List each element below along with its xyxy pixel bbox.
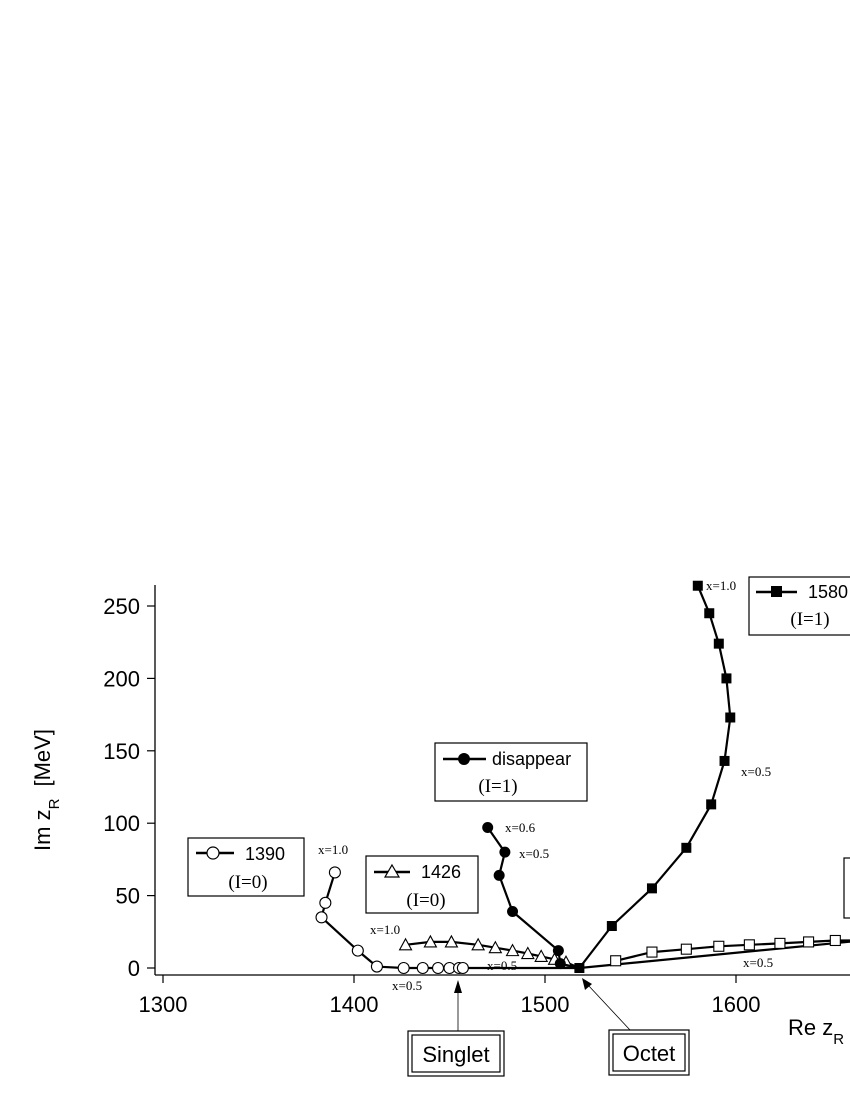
data-point <box>397 961 410 975</box>
data-point <box>829 934 841 947</box>
data-point <box>328 866 341 879</box>
legend-marker-1426 <box>383 863 401 878</box>
x-tick-label: 1500 <box>521 992 570 1017</box>
legend-label-1390: 1390 <box>245 844 285 864</box>
data-point <box>482 822 494 834</box>
data-point <box>351 944 364 957</box>
annotation-open-square-x05: x=0.5 <box>743 955 773 970</box>
data-point <box>520 946 535 960</box>
data-point <box>431 961 445 975</box>
data-point <box>692 580 703 591</box>
data-point <box>713 940 725 952</box>
data-point <box>499 846 511 858</box>
data-point <box>721 673 732 684</box>
data-point <box>646 946 658 958</box>
annotation-1426-x1: x=1.0 <box>370 922 400 937</box>
legend-open-square-partial <box>843 857 850 919</box>
octet-text: Octet <box>623 1041 676 1066</box>
legend-marker-1390 <box>206 846 220 860</box>
data-point <box>471 937 486 951</box>
x-tick-label: 1300 <box>139 992 188 1017</box>
data-point <box>552 945 564 957</box>
y-tick-label: 0 <box>128 956 140 981</box>
data-point <box>774 937 786 949</box>
data-point <box>725 712 736 723</box>
data-point <box>488 940 503 954</box>
data-point <box>719 755 730 766</box>
annotation-1426-x05: x=0.5 <box>487 958 517 973</box>
legend-isospin-1390: (I=0) <box>228 872 267 893</box>
legend-label-1426: 1426 <box>421 862 461 882</box>
series-line <box>579 939 850 970</box>
y-axis-title: Im zR[MeV] <box>30 729 63 851</box>
data-point <box>416 961 429 975</box>
data-point <box>319 896 332 909</box>
octet-label: Octet <box>582 978 690 1076</box>
annotation-disappear-x06: x=0.6 <box>505 820 536 835</box>
data-point <box>444 934 459 948</box>
legend-marker-disappear <box>458 753 470 765</box>
y-tick-label: 250 <box>103 594 140 619</box>
data-point <box>706 799 717 810</box>
legend-1580: 1580 (I=1) <box>748 576 850 636</box>
data-point <box>713 638 724 649</box>
annotation-disappear-x05: x=0.5 <box>519 846 549 861</box>
octet-point <box>574 963 585 973</box>
series-1390 <box>315 866 580 975</box>
data-point <box>505 943 520 957</box>
data-point <box>681 842 692 853</box>
series-line <box>578 585 732 969</box>
data-point <box>743 939 755 951</box>
axis-ticks: 1300 1400 1500 1600 0 50 100 150 200 250 <box>103 594 760 1017</box>
data-point <box>398 937 413 951</box>
legend-1390: 1390 (I=0) <box>187 837 305 897</box>
data-point <box>606 921 617 932</box>
legend-marker-1580 <box>771 586 782 597</box>
x-tick-label: 1600 <box>712 992 761 1017</box>
annotation-1390-x1: x=1.0 <box>318 842 348 857</box>
legend-isospin-1580: (I=1) <box>790 609 829 630</box>
series-layer <box>315 580 850 975</box>
data-point <box>646 883 657 894</box>
data-point <box>534 949 549 962</box>
data-point <box>704 608 715 619</box>
legend-disappear: disappear (I=1) <box>434 742 588 802</box>
x-axis-title: Re zR <box>788 1015 844 1048</box>
annotation-1580-x05: x=0.5 <box>741 764 771 779</box>
data-point <box>507 906 519 918</box>
legend-label-disappear: disappear <box>492 749 571 769</box>
series-disappear <box>482 822 580 970</box>
singlet-text: Singlet <box>422 1042 489 1067</box>
data-point <box>315 911 328 924</box>
data-point <box>554 958 566 970</box>
y-tick-label: 200 <box>103 666 140 691</box>
data-point <box>423 934 438 948</box>
singlet-label: Singlet <box>407 980 505 1077</box>
data-point <box>493 869 505 881</box>
annotation-1390-x05: x=0.5 <box>392 978 422 993</box>
data-point <box>456 961 469 975</box>
legend-label-1580: 1580 <box>808 582 848 602</box>
y-tick-label: 150 <box>103 739 140 764</box>
data-point <box>803 936 815 948</box>
legend-1426: 1426 (I=0) <box>365 855 479 914</box>
legend-isospin-1426: (I=0) <box>406 890 445 911</box>
x-tick-label: 1400 <box>330 992 379 1017</box>
data-point <box>610 955 622 967</box>
y-tick-label: 100 <box>103 811 140 836</box>
series-1580 <box>578 580 736 969</box>
data-point <box>680 943 692 955</box>
data-point <box>370 960 383 973</box>
series-open-square <box>579 934 850 970</box>
legend-isospin-disappear: (I=1) <box>478 776 517 797</box>
annotation-1580-x1: x=1.0 <box>706 578 736 593</box>
y-tick-label: 50 <box>116 884 140 909</box>
